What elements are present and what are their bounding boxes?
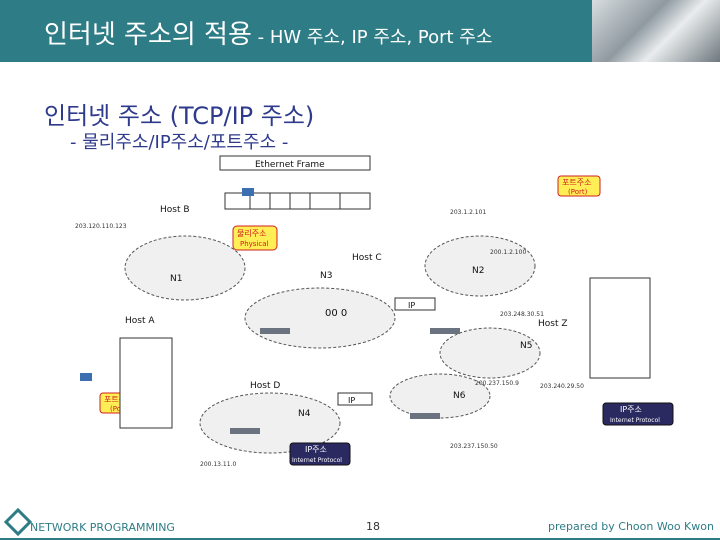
- network-label-n6: N6: [453, 391, 466, 401]
- network-label-n1: N1: [170, 274, 182, 284]
- router-icon: [410, 413, 440, 419]
- ip-sublabel-right: Internet Protocol: [610, 417, 660, 424]
- frame-fields: [224, 192, 371, 210]
- header-bar: 인터넷 주소의 적용 - HW 주소, IP 주소, Port 주소: [0, 0, 720, 62]
- title-sub: - HW 주소, IP 주소, Port 주소: [251, 27, 493, 48]
- host-label-c: Host C: [352, 253, 382, 263]
- footer-author: prepared by Choon Woo Kwon: [548, 520, 714, 533]
- router-icon: [260, 328, 290, 334]
- host-label-z: Host Z: [538, 319, 568, 329]
- network-label-n2: N2: [472, 266, 484, 276]
- address-label: 203.1.2.101: [450, 209, 486, 216]
- network-cloud-n2: [424, 235, 536, 297]
- host-label-d: Host D: [250, 381, 280, 391]
- computer-icon: [242, 188, 254, 196]
- network-cloud-n1: [124, 235, 246, 301]
- network-cloud-n4: [199, 392, 341, 454]
- port-label-left: 포트주소: [104, 395, 133, 404]
- network-cloud-n6: [389, 373, 491, 419]
- address-label: 203.237.150.50: [450, 443, 498, 450]
- ip-packet-label-2: IP: [348, 396, 355, 405]
- router-icon: [230, 428, 260, 434]
- address-label: 203.248.30.51: [500, 311, 544, 318]
- router-icon: [430, 328, 460, 334]
- section-heading: 인터넷 주소 (TCP/IP 주소): [44, 102, 315, 130]
- address-label: 200.13.11.0: [200, 461, 236, 468]
- port-label-box-top: [557, 175, 601, 197]
- host-label-b: Host B: [160, 205, 190, 215]
- port-label-top: 포트주소: [562, 178, 591, 187]
- network-label-n5: N5: [520, 341, 532, 351]
- host-z-stack: [589, 277, 651, 379]
- network-label-n3: N3: [320, 271, 332, 281]
- ip-label-box-right: [602, 402, 674, 426]
- ethernet-frame-label: Ethernet Frame: [255, 160, 325, 170]
- ip-label-bottom: IP주소: [305, 445, 327, 454]
- physical-sublabel: Physical: [240, 240, 269, 248]
- address-label: 200.237.150.9: [475, 380, 519, 387]
- title-main: 인터넷 주소의 적용: [44, 20, 252, 50]
- address-label: 203.240.29.50: [540, 383, 584, 390]
- ip-packet-label: IP: [408, 301, 415, 310]
- section-subheading: - 물리주소/IP주소/포트주소 -: [70, 132, 289, 153]
- computer-icon: [80, 373, 92, 381]
- network-label-n4: N4: [298, 409, 311, 419]
- ip-packet-box: [394, 297, 436, 311]
- address-label: 203.120.110.123: [75, 223, 127, 230]
- port-sublabel-top: (Port): [568, 188, 588, 196]
- network-diagram: Ethernet Frame N1 N2 N3 N4 N5 N6 00 0 물리…: [75, 155, 674, 468]
- footer-divider: [0, 538, 720, 540]
- host-label-a: Host A: [125, 316, 155, 326]
- ethernet-frame-box: [219, 155, 371, 171]
- address-label: 200.1.2.100: [490, 249, 526, 256]
- page-title: 인터넷 주소의 적용 - HW 주소, IP 주소, Port 주소: [44, 14, 492, 51]
- footer-logo-icon: [3, 507, 33, 537]
- ip-sublabel-bottom: Internet Protocol: [292, 457, 342, 464]
- binary-label: 00 0: [325, 308, 347, 319]
- header-decoration: [592, 0, 720, 62]
- ip-label-right: IP주소: [620, 405, 642, 414]
- physical-label: 물리주소: [237, 229, 266, 238]
- physical-label-box: [232, 225, 278, 251]
- network-cloud-n5: [439, 327, 541, 379]
- ip-label-box-bottom: [289, 442, 351, 466]
- host-a-stack: [119, 337, 173, 429]
- ip-packet-box-2: [337, 392, 373, 406]
- footer-course: NETWORK PROGRAMMING: [30, 521, 175, 534]
- page-number: 18: [366, 520, 380, 533]
- network-cloud-n3: [244, 287, 396, 349]
